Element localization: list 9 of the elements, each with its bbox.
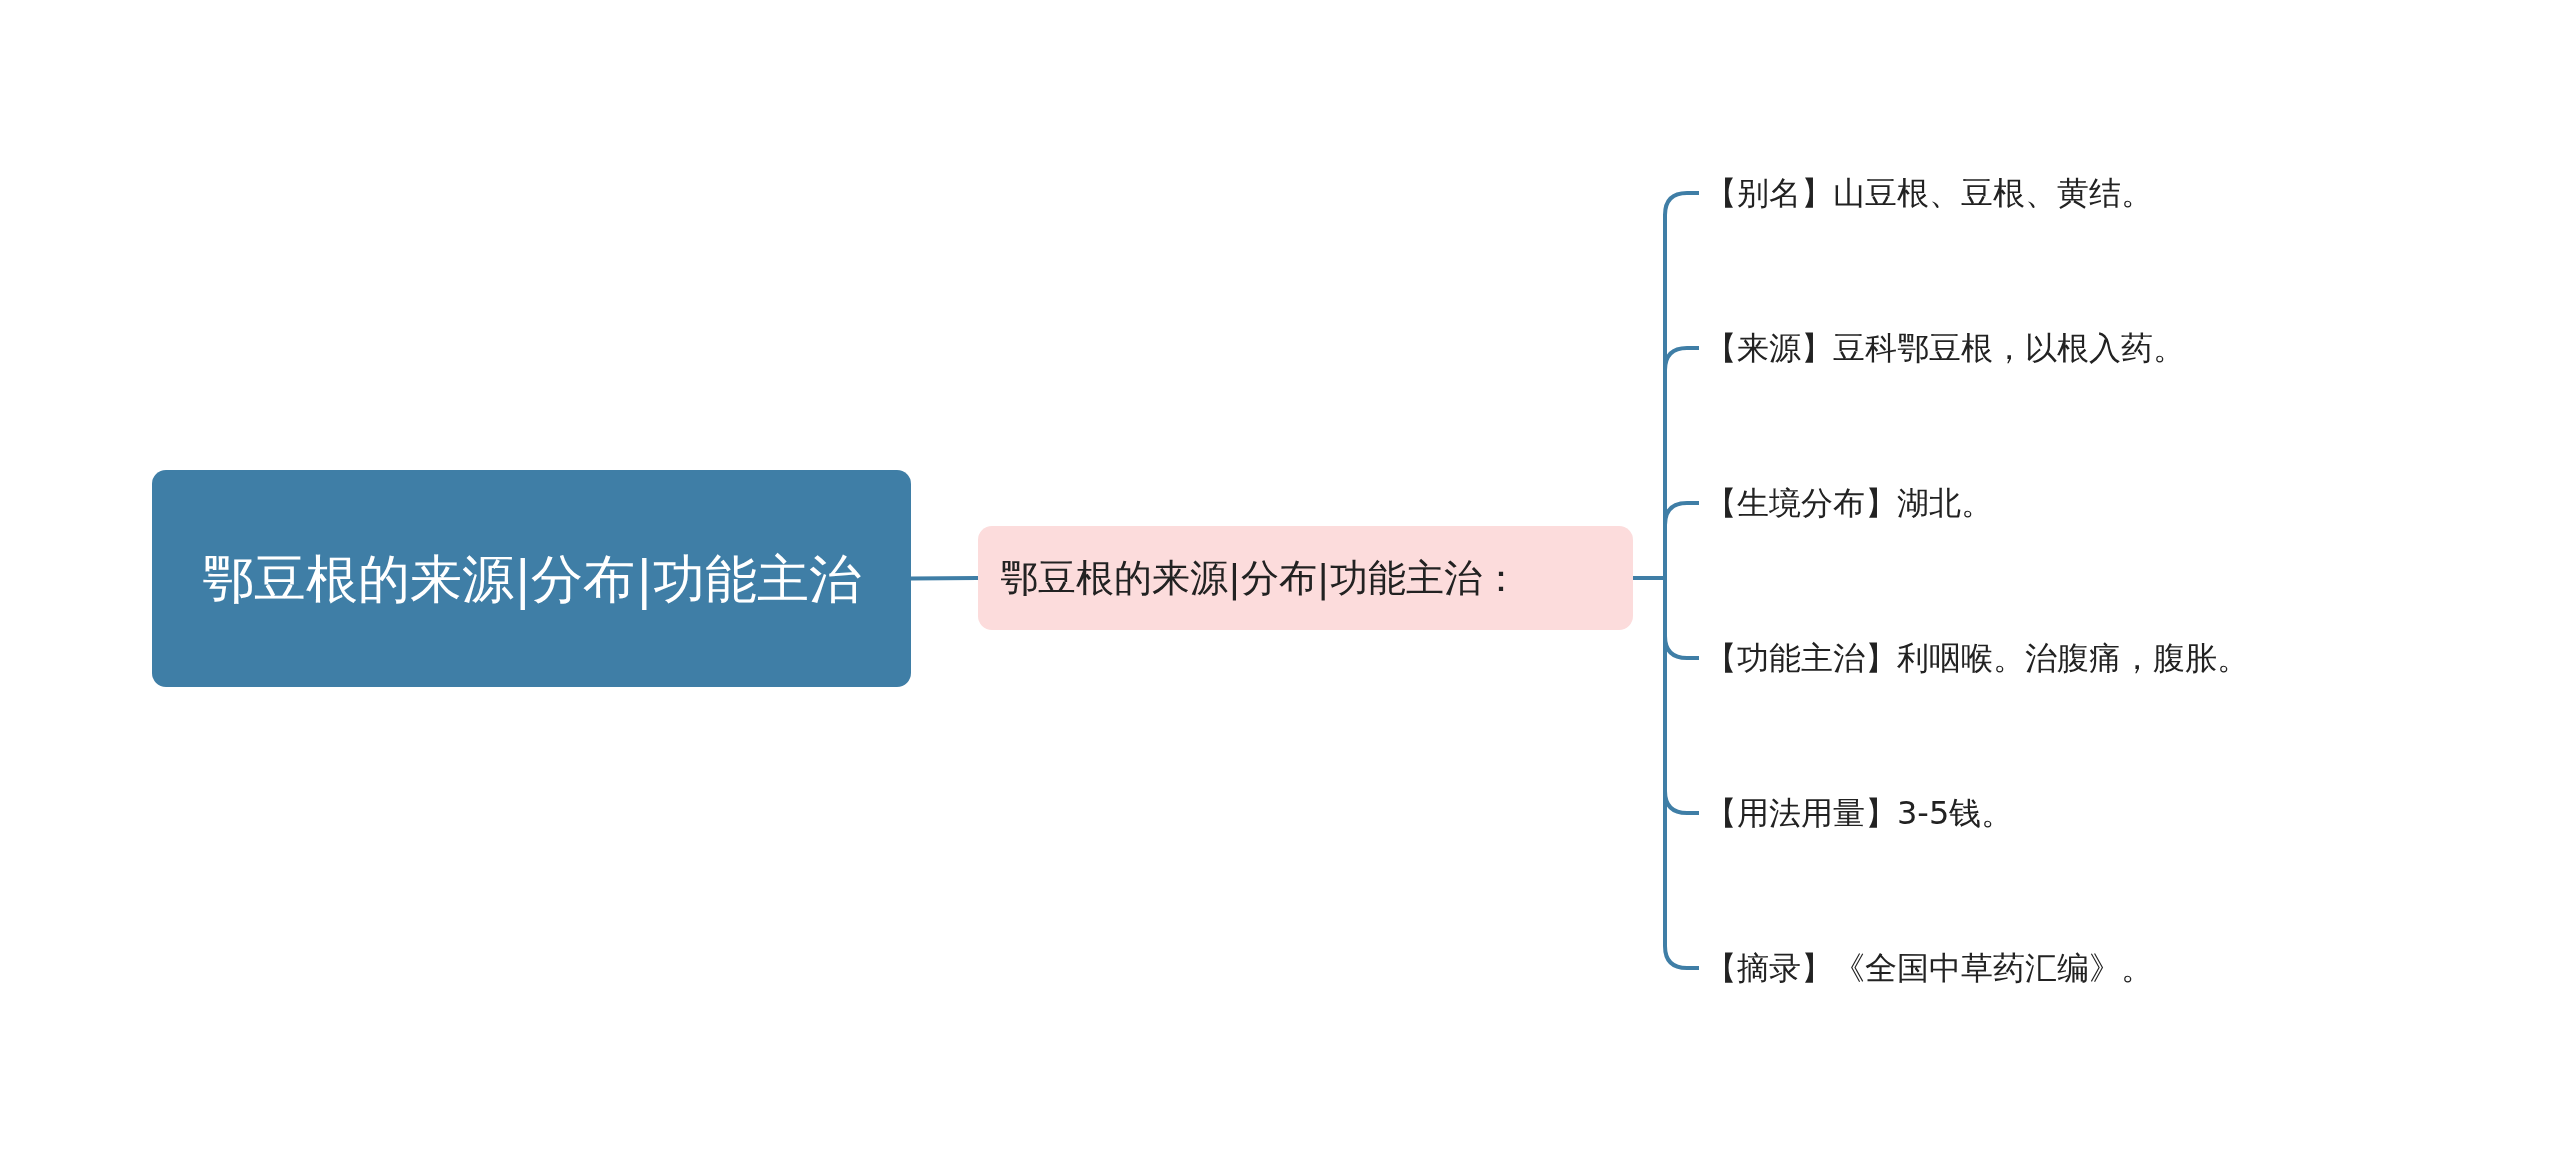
branch-text: 【用法用量】3-5钱。 bbox=[1705, 789, 2014, 837]
branch-text: 【来源】豆科鄂豆根，以根入药。 bbox=[1705, 324, 2185, 372]
topic-box: 鄂豆根的来源|分布|功能主治 bbox=[152, 470, 911, 687]
branch-text: 【别名】山豆根、豆根、黄结。 bbox=[1705, 169, 2153, 217]
connector-line bbox=[911, 576, 978, 581]
branch-text: 【摘录】《全国中草药汇编》。 bbox=[1705, 944, 2153, 992]
branch-text: 【功能主治】利咽喉。治腹痛，腹胀。 bbox=[1705, 634, 2249, 682]
branch-text: 【生境分布】湖北。 bbox=[1705, 479, 1993, 527]
subtopic-box: 鄂豆根的来源|分布|功能主治： bbox=[978, 526, 1633, 630]
